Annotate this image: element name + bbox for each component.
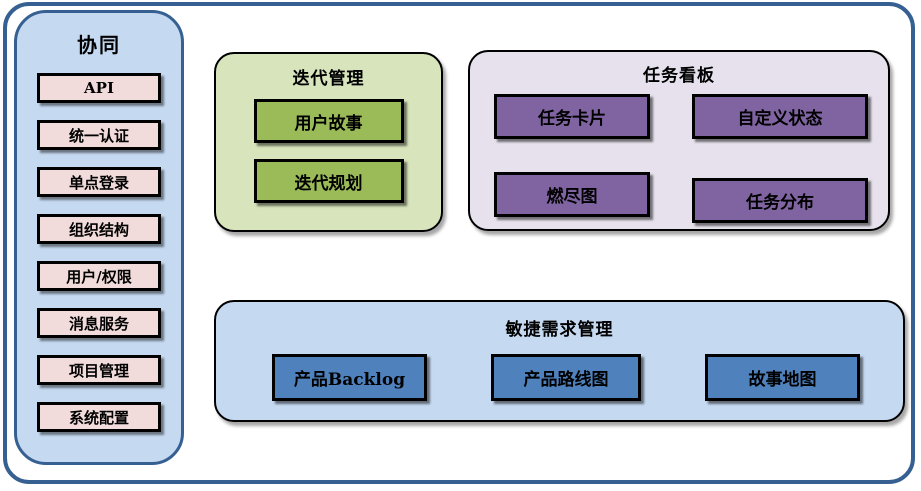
iteration-management-title: 迭代管理: [292, 69, 365, 89]
feature-box-product-roadmap: 产品路线图: [491, 354, 641, 401]
sidebar-item-unified-auth: 统一认证: [37, 120, 161, 150]
collaboration-panel: 协同 API 统一认证 单点登录 组织结构 用户/权限 消息服务 项目管理 系统…: [14, 10, 184, 465]
feature-box-product-backlog: 产品Backlog: [272, 354, 427, 401]
agile-requirements-title: 敏捷需求管理: [505, 320, 614, 340]
agile-requirements-group: 敏捷需求管理 产品Backlog 产品路线图 故事地图: [214, 300, 905, 422]
iteration-management-group: 迭代管理 用户故事 迭代规划: [214, 52, 443, 232]
feature-box-task-distribution: 任务分布: [692, 178, 868, 223]
sidebar-item-sso: 单点登录: [37, 167, 161, 197]
task-board-grid: 任务卡片 自定义状态 燃尽图 任务分布: [470, 86, 888, 223]
feature-box-iteration-planning: 迭代规划: [253, 159, 404, 203]
feature-box-task-card: 任务卡片: [494, 94, 650, 139]
collaboration-item-list: API 统一认证 单点登录 组织结构 用户/权限 消息服务 项目管理 系统配置: [37, 73, 161, 432]
collaboration-panel-title: 协同: [77, 33, 121, 57]
feature-box-custom-status: 自定义状态: [692, 94, 868, 139]
task-board-title: 任务看板: [643, 66, 715, 86]
sidebar-item-system-config: 系统配置: [37, 402, 161, 432]
feature-box-user-story: 用户故事: [253, 99, 404, 143]
sidebar-item-user-permissions: 用户/权限: [37, 261, 161, 291]
sidebar-item-project-management: 项目管理: [37, 355, 161, 385]
sidebar-item-org-structure: 组织结构: [37, 214, 161, 244]
sidebar-item-api: API: [37, 73, 161, 103]
feature-box-burndown-chart: 燃尽图: [494, 172, 650, 217]
sidebar-item-message-service: 消息服务: [37, 308, 161, 338]
task-board-group: 任务看板 任务卡片 自定义状态 燃尽图 任务分布: [468, 50, 890, 231]
agile-requirements-row: 产品Backlog 产品路线图 故事地图: [216, 340, 903, 401]
feature-box-story-map: 故事地图: [705, 354, 860, 401]
